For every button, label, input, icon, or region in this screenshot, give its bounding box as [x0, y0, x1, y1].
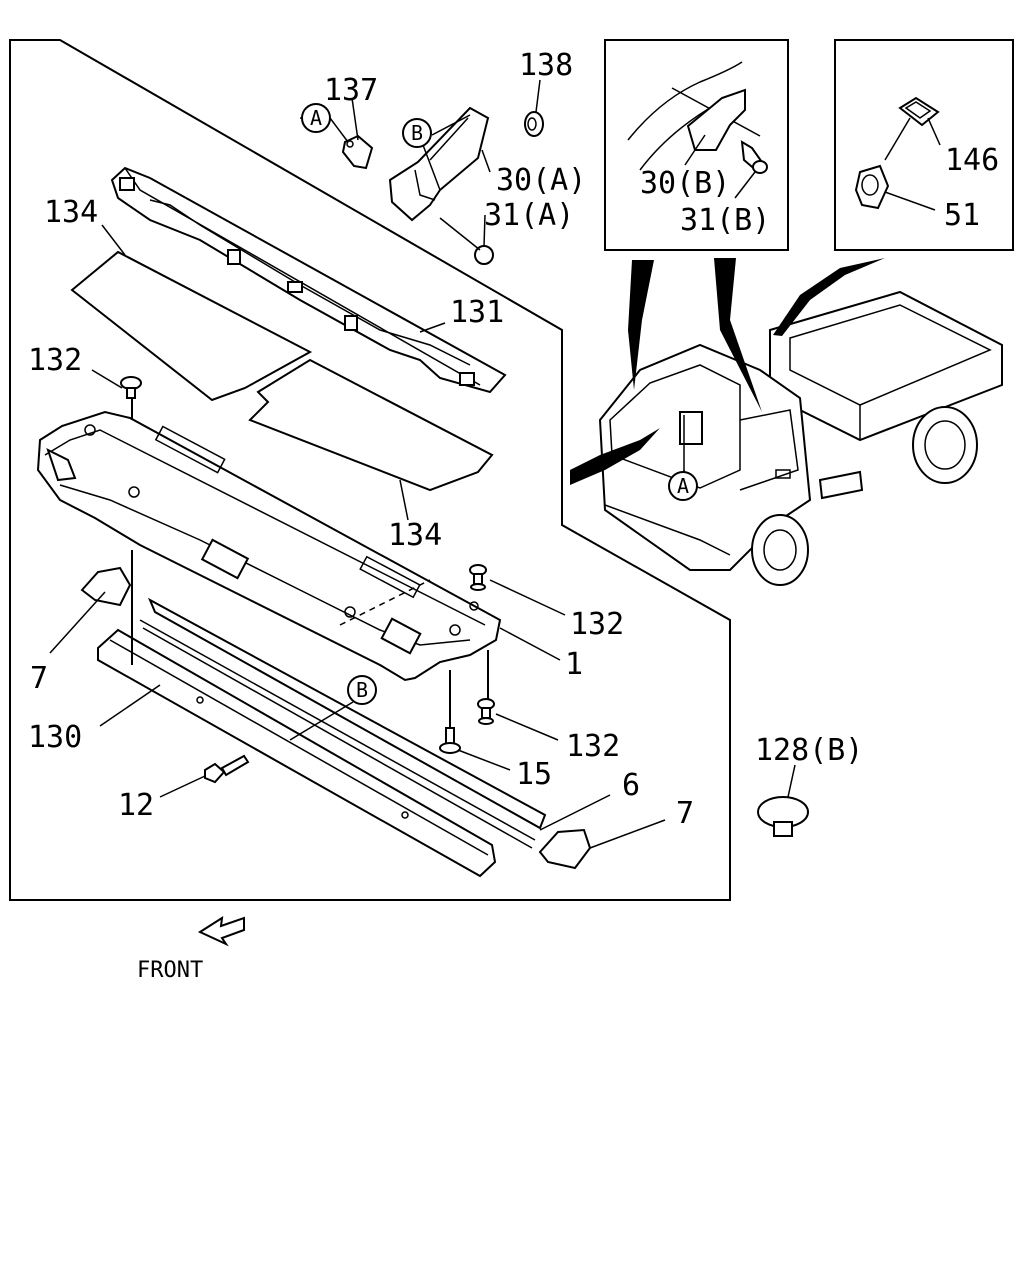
callout-30b: 30(B): [640, 166, 730, 201]
callout-1: 1: [565, 647, 583, 682]
leader-lines: [49, 79, 941, 849]
cowl-upper-panel: [110, 166, 507, 394]
callout-134-upper: 134: [44, 195, 98, 230]
marker-a2: A: [677, 474, 689, 498]
callout-12: 12: [118, 788, 154, 823]
inset-30b-bracket: [627, 61, 768, 174]
side-clip-left: [80, 566, 132, 607]
clip-132-lower: [477, 698, 495, 725]
callout-51: 51: [944, 198, 980, 233]
callout-31a: 31(A): [484, 198, 574, 233]
insulator-pad-upper: [70, 250, 313, 402]
callout-7-right: 7: [676, 796, 694, 831]
callout-130: 130: [28, 720, 82, 755]
bushing-138: [524, 111, 544, 137]
callout-137: 137: [324, 73, 378, 108]
callout-138: 138: [519, 48, 573, 83]
seal-rubber: [139, 597, 547, 849]
callout-132-right: 132: [570, 607, 624, 642]
truck-illustration: [570, 258, 1003, 586]
callout-146: 146: [945, 143, 999, 178]
callout-128b: 128(B): [755, 733, 863, 768]
marker-circle-b1: [402, 118, 432, 148]
insulator-pad-lower: [248, 358, 494, 492]
nut-31a: [439, 217, 494, 265]
callout-6: 6: [622, 768, 640, 803]
inset-frame-146: [834, 39, 1014, 251]
marker-circle-a2: [668, 471, 698, 501]
main-frame: [9, 39, 731, 901]
marker-b1: B: [411, 121, 423, 145]
marker-b2: B: [356, 678, 368, 702]
callout-131: 131: [450, 295, 504, 330]
side-clip-right: [538, 828, 592, 870]
front-label: FRONT: [137, 958, 203, 983]
callout-31b: 31(B): [680, 203, 770, 238]
callout-15: 15: [516, 757, 552, 792]
screw-15: [439, 727, 461, 754]
callout-7-left: 7: [30, 661, 48, 696]
callout-30a: 30(A): [496, 163, 586, 198]
lower-bracket: [97, 628, 497, 878]
callout-134-lower: 134: [388, 518, 442, 553]
callout-132-upper: 132: [28, 343, 82, 378]
clip-132-top-left: [120, 376, 142, 399]
bolt-12: [204, 754, 250, 784]
clip-132-right: [469, 564, 487, 591]
grommet-128b: [757, 796, 809, 837]
marker-a1: A: [310, 106, 322, 130]
marker-circle-b2: [347, 675, 377, 705]
cowl-main-panel: [36, 410, 502, 682]
marker-circle-a1: [301, 103, 331, 133]
inset-frame-30b: [604, 39, 789, 251]
bracket-30a: [388, 106, 490, 222]
inset-146-clip: [854, 96, 940, 210]
callout-132-lower: 132: [566, 729, 620, 764]
front-arrow-icon: [197, 916, 245, 947]
